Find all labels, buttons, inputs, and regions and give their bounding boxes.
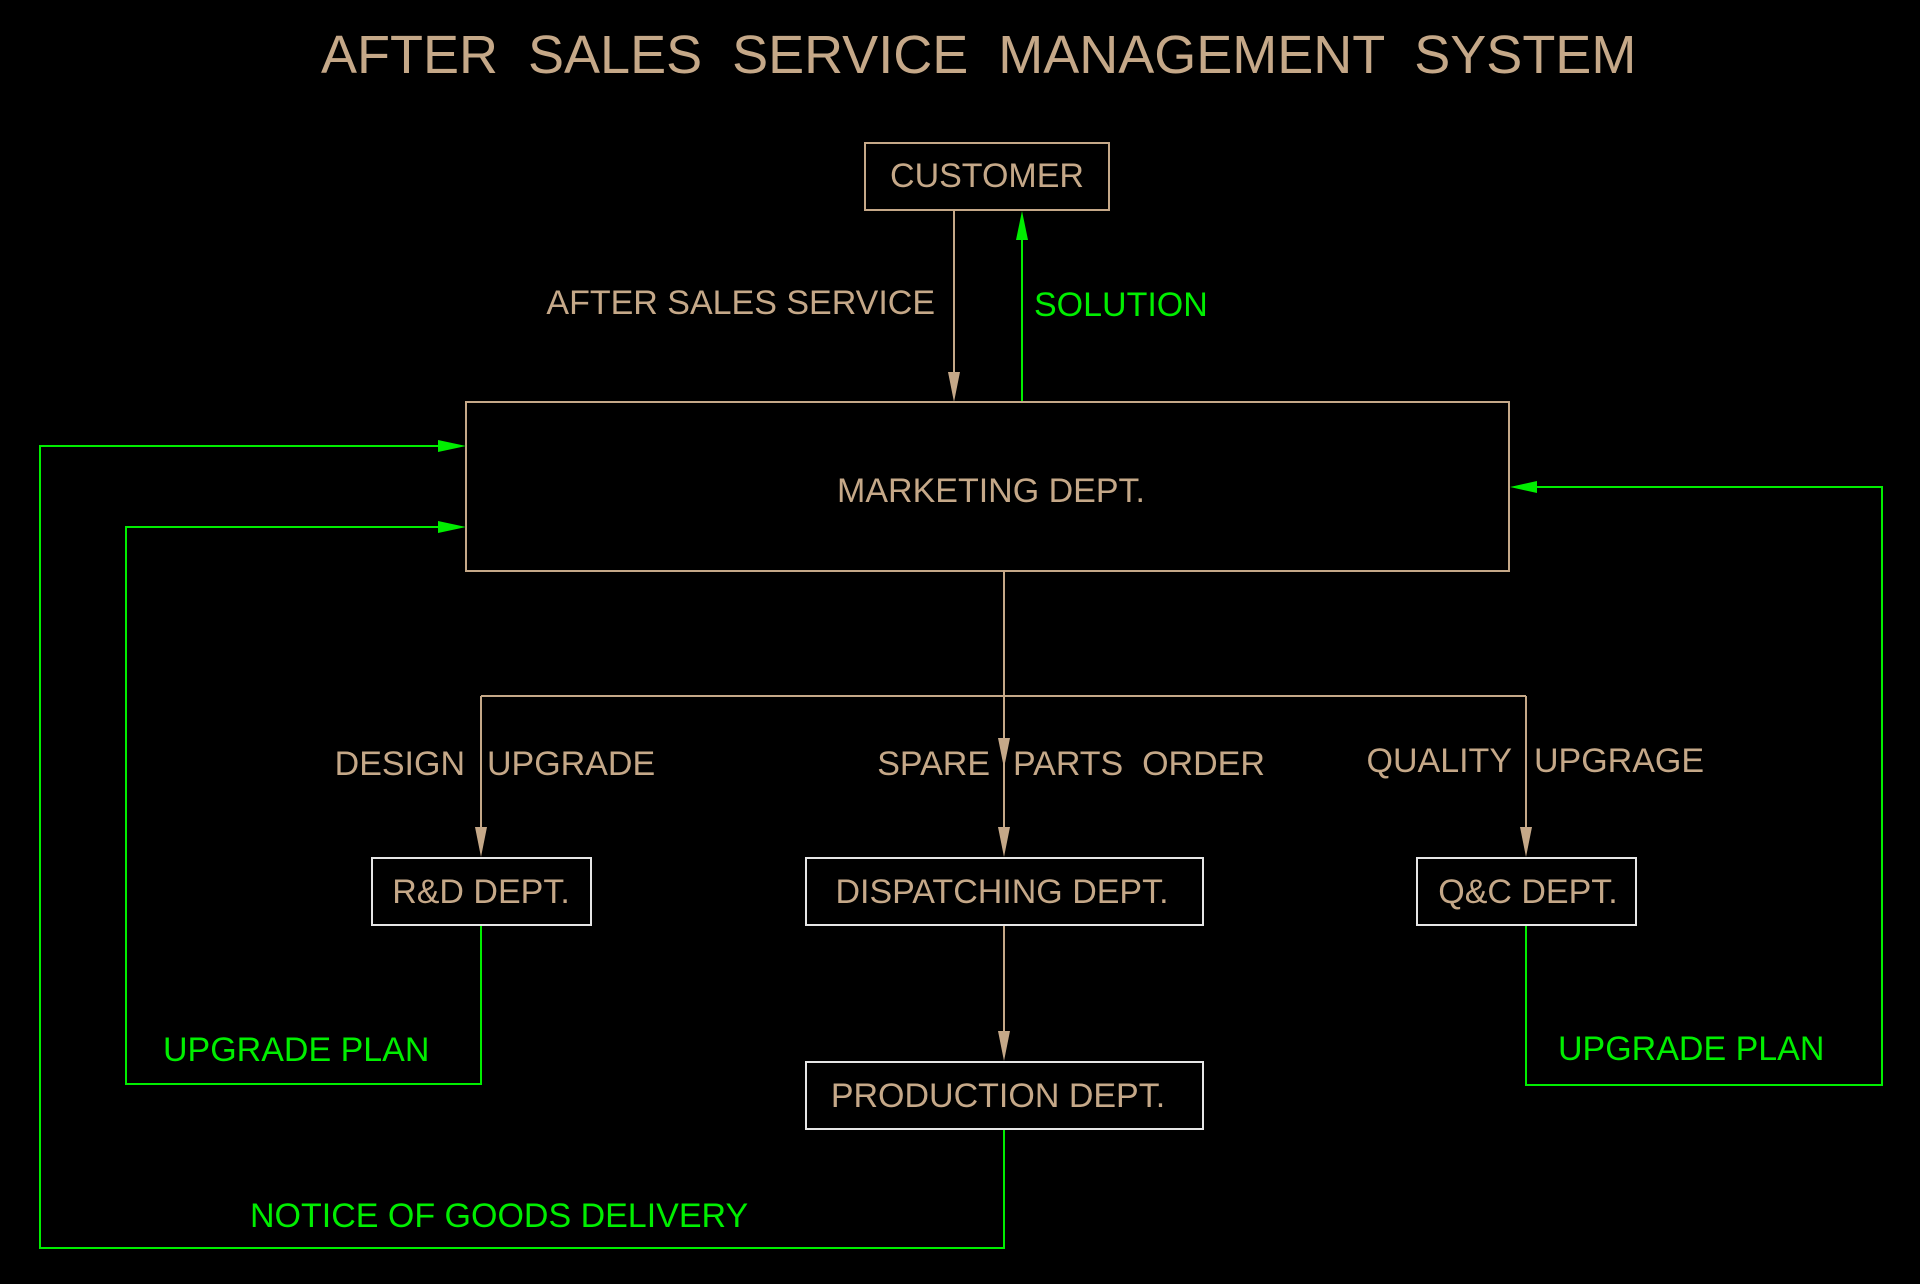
- spare-parts-label-right: PARTS ORDER: [1013, 745, 1265, 783]
- customer-box[interactable]: [864, 142, 1110, 211]
- rnd-box[interactable]: [371, 857, 592, 926]
- arrowhead-down-icon: [948, 372, 960, 402]
- marketing-box[interactable]: [465, 401, 1510, 572]
- quality-upgrade-label-left: QUALITY: [1367, 742, 1512, 780]
- dispatching-box[interactable]: [805, 857, 1204, 926]
- arrowhead-down-icon: [475, 827, 487, 857]
- spare-parts-label-left: SPARE: [877, 745, 990, 783]
- notice-of-goods-delivery-feedback: [39, 445, 1005, 1249]
- arrowhead-right-icon: [438, 440, 466, 452]
- design-upgrade-label-left: DESIGN: [335, 745, 465, 783]
- qc-label: Q&C DEPT.: [1438, 873, 1617, 911]
- after-sales-service-label: AFTER SALES SERVICE: [546, 284, 935, 322]
- production-box[interactable]: [805, 1061, 1204, 1130]
- rnd-upgrade-plan-feedback: [125, 526, 482, 1085]
- marketing-label: MARKETING DEPT.: [837, 472, 1145, 510]
- design-upgrade-label-right: UPGRADE: [487, 745, 655, 783]
- arrowhead-down-icon: [998, 1031, 1010, 1061]
- arrowhead-down-icon: [1520, 827, 1532, 857]
- diagram-title: AFTER SALES SERVICE MANAGEMENT SYSTEM: [321, 25, 1636, 85]
- arrowhead-down-icon: [998, 827, 1010, 857]
- notice-of-goods-delivery-label: NOTICE OF GOODS DELIVERY: [250, 1197, 748, 1235]
- qc-upgrade-plan-feedback: [1525, 486, 1883, 1086]
- qc-box[interactable]: [1416, 857, 1637, 926]
- arrowhead-left-icon: [1510, 481, 1537, 493]
- solution-label: SOLUTION: [1034, 286, 1208, 324]
- arrowhead-up-icon: [1016, 211, 1028, 240]
- dispatching-label: DISPATCHING DEPT.: [835, 873, 1168, 911]
- quality-upgrade-label-right: UPGRAGE: [1534, 742, 1704, 780]
- qc-upgrade-plan-label: UPGRADE PLAN: [1558, 1030, 1824, 1068]
- production-label: PRODUCTION DEPT.: [831, 1077, 1165, 1115]
- arrowhead-right-icon: [438, 521, 466, 533]
- rnd-label: R&D DEPT.: [392, 873, 570, 911]
- rnd-upgrade-plan-label: UPGRADE PLAN: [163, 1031, 429, 1069]
- customer-label: CUSTOMER: [890, 157, 1084, 195]
